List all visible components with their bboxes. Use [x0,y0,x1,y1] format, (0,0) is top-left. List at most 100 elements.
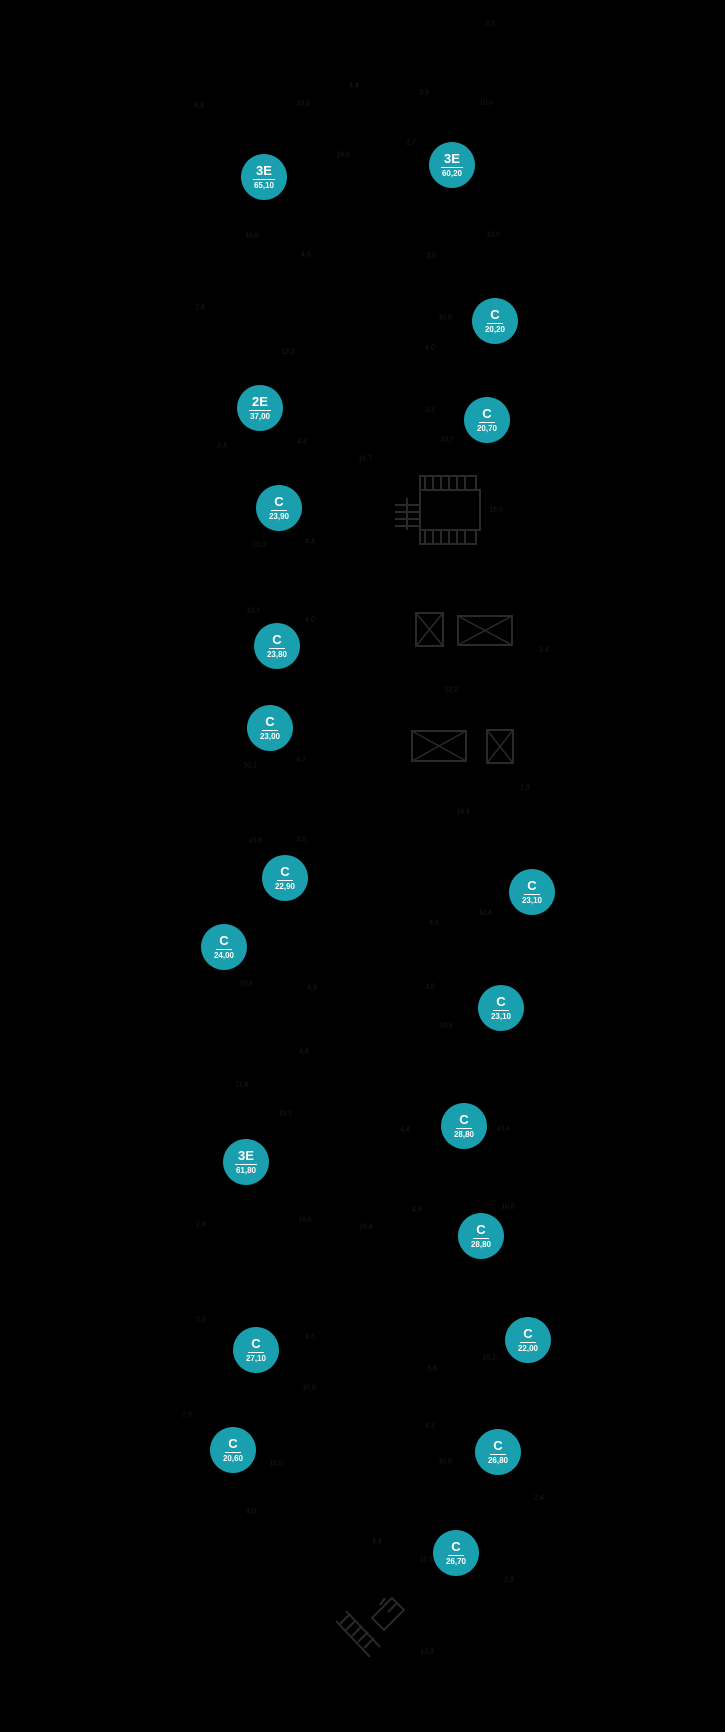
dimension-label: 4,2 [425,1422,435,1430]
dimension-label: 3,6 [427,1365,437,1373]
unit-badge[interactable]: 3E 65,10 [241,154,287,200]
dimension-label: 3,8 [296,836,306,844]
unit-area: 26,70 [445,1556,467,1566]
unit-badge[interactable]: C 24,00 [201,924,247,970]
dimension-label: 12,3 [281,348,295,356]
dimension-label: 10,3 [246,607,260,615]
unit-area: 24,00 [213,950,235,960]
unit-badge[interactable]: 3E 61,80 [223,1139,269,1185]
dimension-label: 10,7 [440,436,454,444]
unit-area: 23,80 [266,649,288,659]
dimension-label: 2,4 [534,1494,544,1502]
dimension-label: 10,1 [278,1110,292,1118]
dimension-label: 16,7 [358,455,372,463]
unit-badge[interactable]: C 23,00 [247,705,293,751]
unit-type: 3E [235,1148,257,1165]
dimension-label: 10,0 [438,314,452,322]
unit-badge[interactable]: 3E 60,20 [429,142,475,188]
dimension-label: 10,3 [252,541,266,549]
dimension-label: 2,7 [406,139,416,147]
dimension-label: 4,8 [412,1206,422,1214]
dimension-label: 10,9 [296,100,310,108]
unit-badge[interactable]: C 28,80 [458,1213,504,1259]
unit-badge[interactable]: C 20,20 [472,298,518,344]
unit-badge[interactable]: C 26,70 [433,1530,479,1576]
unit-type: 3E [441,151,463,168]
dimension-label: 1,8 [520,784,530,792]
unit-type: C [271,494,287,511]
dimension-label: 13,8 [420,1648,434,1656]
dimension-label: 10,8 [501,1203,515,1211]
unit-type: C [520,1326,536,1343]
unit-type: C [490,1438,506,1455]
dimension-label: 4,0 [305,616,315,624]
unit-type: C [262,714,278,731]
dimension-label: 4,9 [307,984,317,992]
unit-type: 3E [253,163,275,180]
unit-area: 22,90 [274,881,296,891]
unit-badge[interactable]: C 23,80 [254,623,300,669]
staircase-icon [395,475,481,545]
unit-badge[interactable]: C 20,60 [210,1427,256,1473]
unit-badge[interactable]: 2E 37,00 [237,385,283,431]
dimension-label: 3,5 [419,89,429,97]
unit-area: 23,90 [268,511,290,521]
dimension-label: 3,2 [425,406,435,414]
dimension-label: 10,1 [243,762,257,770]
dimension-label: 4,4 [349,82,359,90]
unit-badge[interactable]: C 27,10 [233,1327,279,1373]
dimension-label: 2,5 [485,20,495,28]
unit-area: 27,10 [245,1353,267,1363]
dimension-label: 2,8 [196,1316,206,1324]
dimension-label: 10,0 [438,1458,452,1466]
unit-area: 23,10 [490,1011,512,1021]
unit-badge[interactable]: C 26,80 [475,1429,521,1475]
unit-badge[interactable]: C 20,70 [464,397,510,443]
unit-type: C [473,1222,489,1239]
dimension-label: 2,4 [539,646,549,654]
elevator-shaft-icon [411,612,514,764]
dimension-label: 3,4 [217,442,227,450]
unit-badge[interactable]: C 23,10 [478,985,524,1031]
unit-badge[interactable]: C 23,10 [509,869,555,915]
unit-type: C [225,1436,241,1453]
dimension-label: 4,4 [400,1126,410,1134]
unit-area: 23,00 [259,731,281,741]
dimension-label: 3,0 [426,252,436,260]
unit-badge[interactable]: C 28,80 [441,1103,487,1149]
dimension-label: 4,6 [429,919,439,927]
dimension-label: 2,6 [195,304,205,312]
dimension-label: 4,3 [305,1333,315,1341]
unit-area: 22,00 [517,1343,539,1353]
unit-type: 2E [249,394,271,411]
dimension-label: 16,6 [298,1216,312,1224]
dimension-label: 10,4 [496,1125,510,1133]
unit-area: 28,80 [453,1129,475,1139]
dimension-label: 16,9 [336,151,350,159]
dimension-label: 10,2 [482,1354,496,1362]
dimension-label: 4,4 [305,538,315,546]
unit-area: 37,00 [249,411,271,421]
dimension-label: 16,4 [456,808,470,816]
unit-area: 60,20 [441,168,463,178]
unit-area: 61,80 [235,1165,257,1175]
unit-area: 26,80 [487,1455,509,1465]
unit-area: 23,10 [521,895,543,905]
dimension-label: 4,0 [246,1508,256,1516]
unit-badge[interactable]: C 22,90 [262,855,308,901]
unit-area: 65,10 [253,180,275,190]
unit-area: 20,60 [222,1453,244,1463]
unit-type: C [479,406,495,423]
dimension-label: 16,4 [359,1223,373,1231]
dimension-label: 10,6 [239,980,253,988]
unit-badge[interactable]: C 22,00 [505,1317,551,1363]
unit-badge[interactable]: C 23,90 [256,485,302,531]
unit-type: C [216,933,232,950]
unit-area: 20,20 [484,324,506,334]
dimension-label: 4,0 [425,344,435,352]
unit-type: C [456,1112,472,1129]
unit-area: 28,80 [470,1239,492,1249]
dimension-label: 2,8 [196,1221,206,1229]
